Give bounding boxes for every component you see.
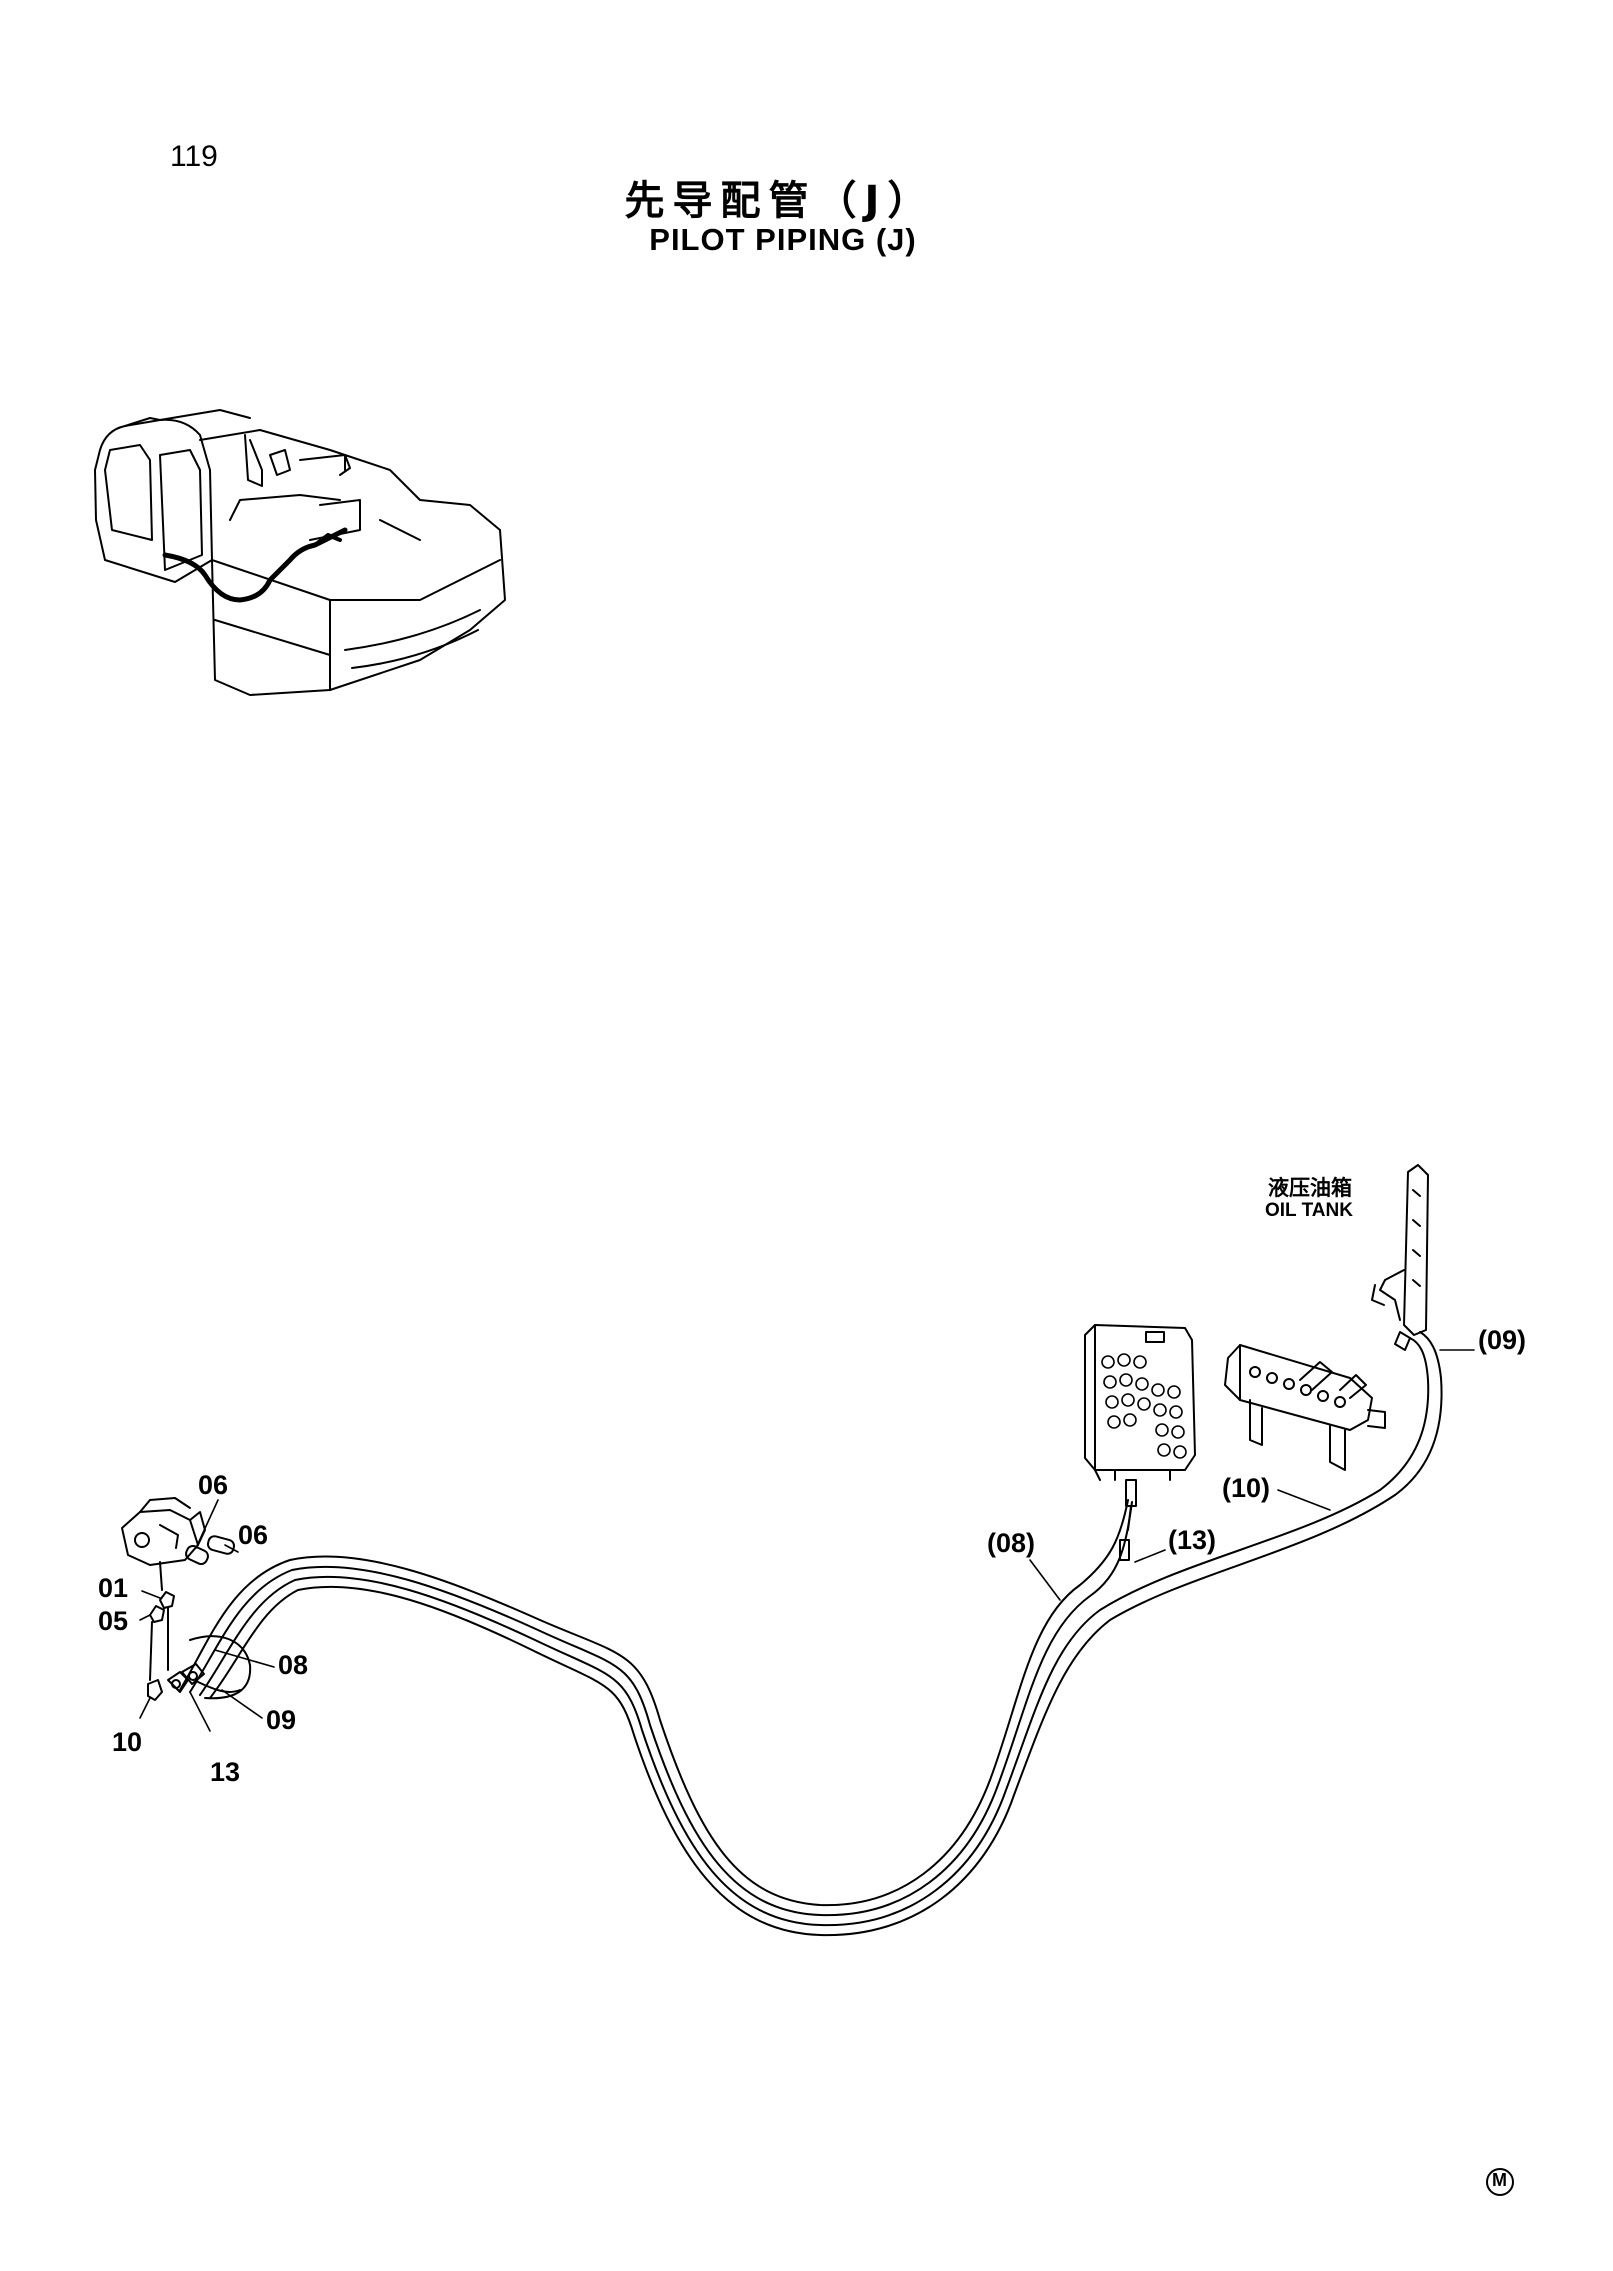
circled-m-mark-letter: M [1492,2170,1507,2190]
callout-08-remote: (08) [987,1528,1036,1558]
page-title-chinese: 先导配管（J） [624,178,936,224]
page-title-english: PILOT PIPING (J) [649,222,917,257]
control-valve-block [1084,1324,1196,1561]
callout-05: 05 [98,1606,129,1636]
callout-10: 10 [112,1727,143,1757]
callout-10-remote: (10) [1222,1473,1271,1503]
oil-tank-bracket [1371,1164,1429,1351]
oil-tank-label-english: OIL TANK [1265,1200,1353,1221]
circled-m-mark-icon [1486,2168,1514,2196]
oil-tank-label-chinese: 液压油箱 [1268,1176,1352,1200]
callout-06-upper: 06 [198,1470,229,1500]
solenoid-valve-manifold [1224,1344,1386,1471]
excavator-overview-illustration [94,409,506,696]
callout-13-remote: (13) [1168,1525,1217,1555]
callout-09-remote: (09) [1478,1325,1527,1355]
callout-06-lower: 06 [238,1520,269,1550]
callout-01: 01 [98,1573,129,1603]
page-number: 119 [170,140,218,173]
callout-13: 13 [210,1757,241,1787]
callout-08: 08 [278,1650,309,1680]
pilot-valve-assembly [121,1497,236,1701]
callout-09: 09 [266,1705,297,1735]
pilot-hose-bundle [179,1331,1443,1937]
leader-lines [139,1349,1475,1732]
